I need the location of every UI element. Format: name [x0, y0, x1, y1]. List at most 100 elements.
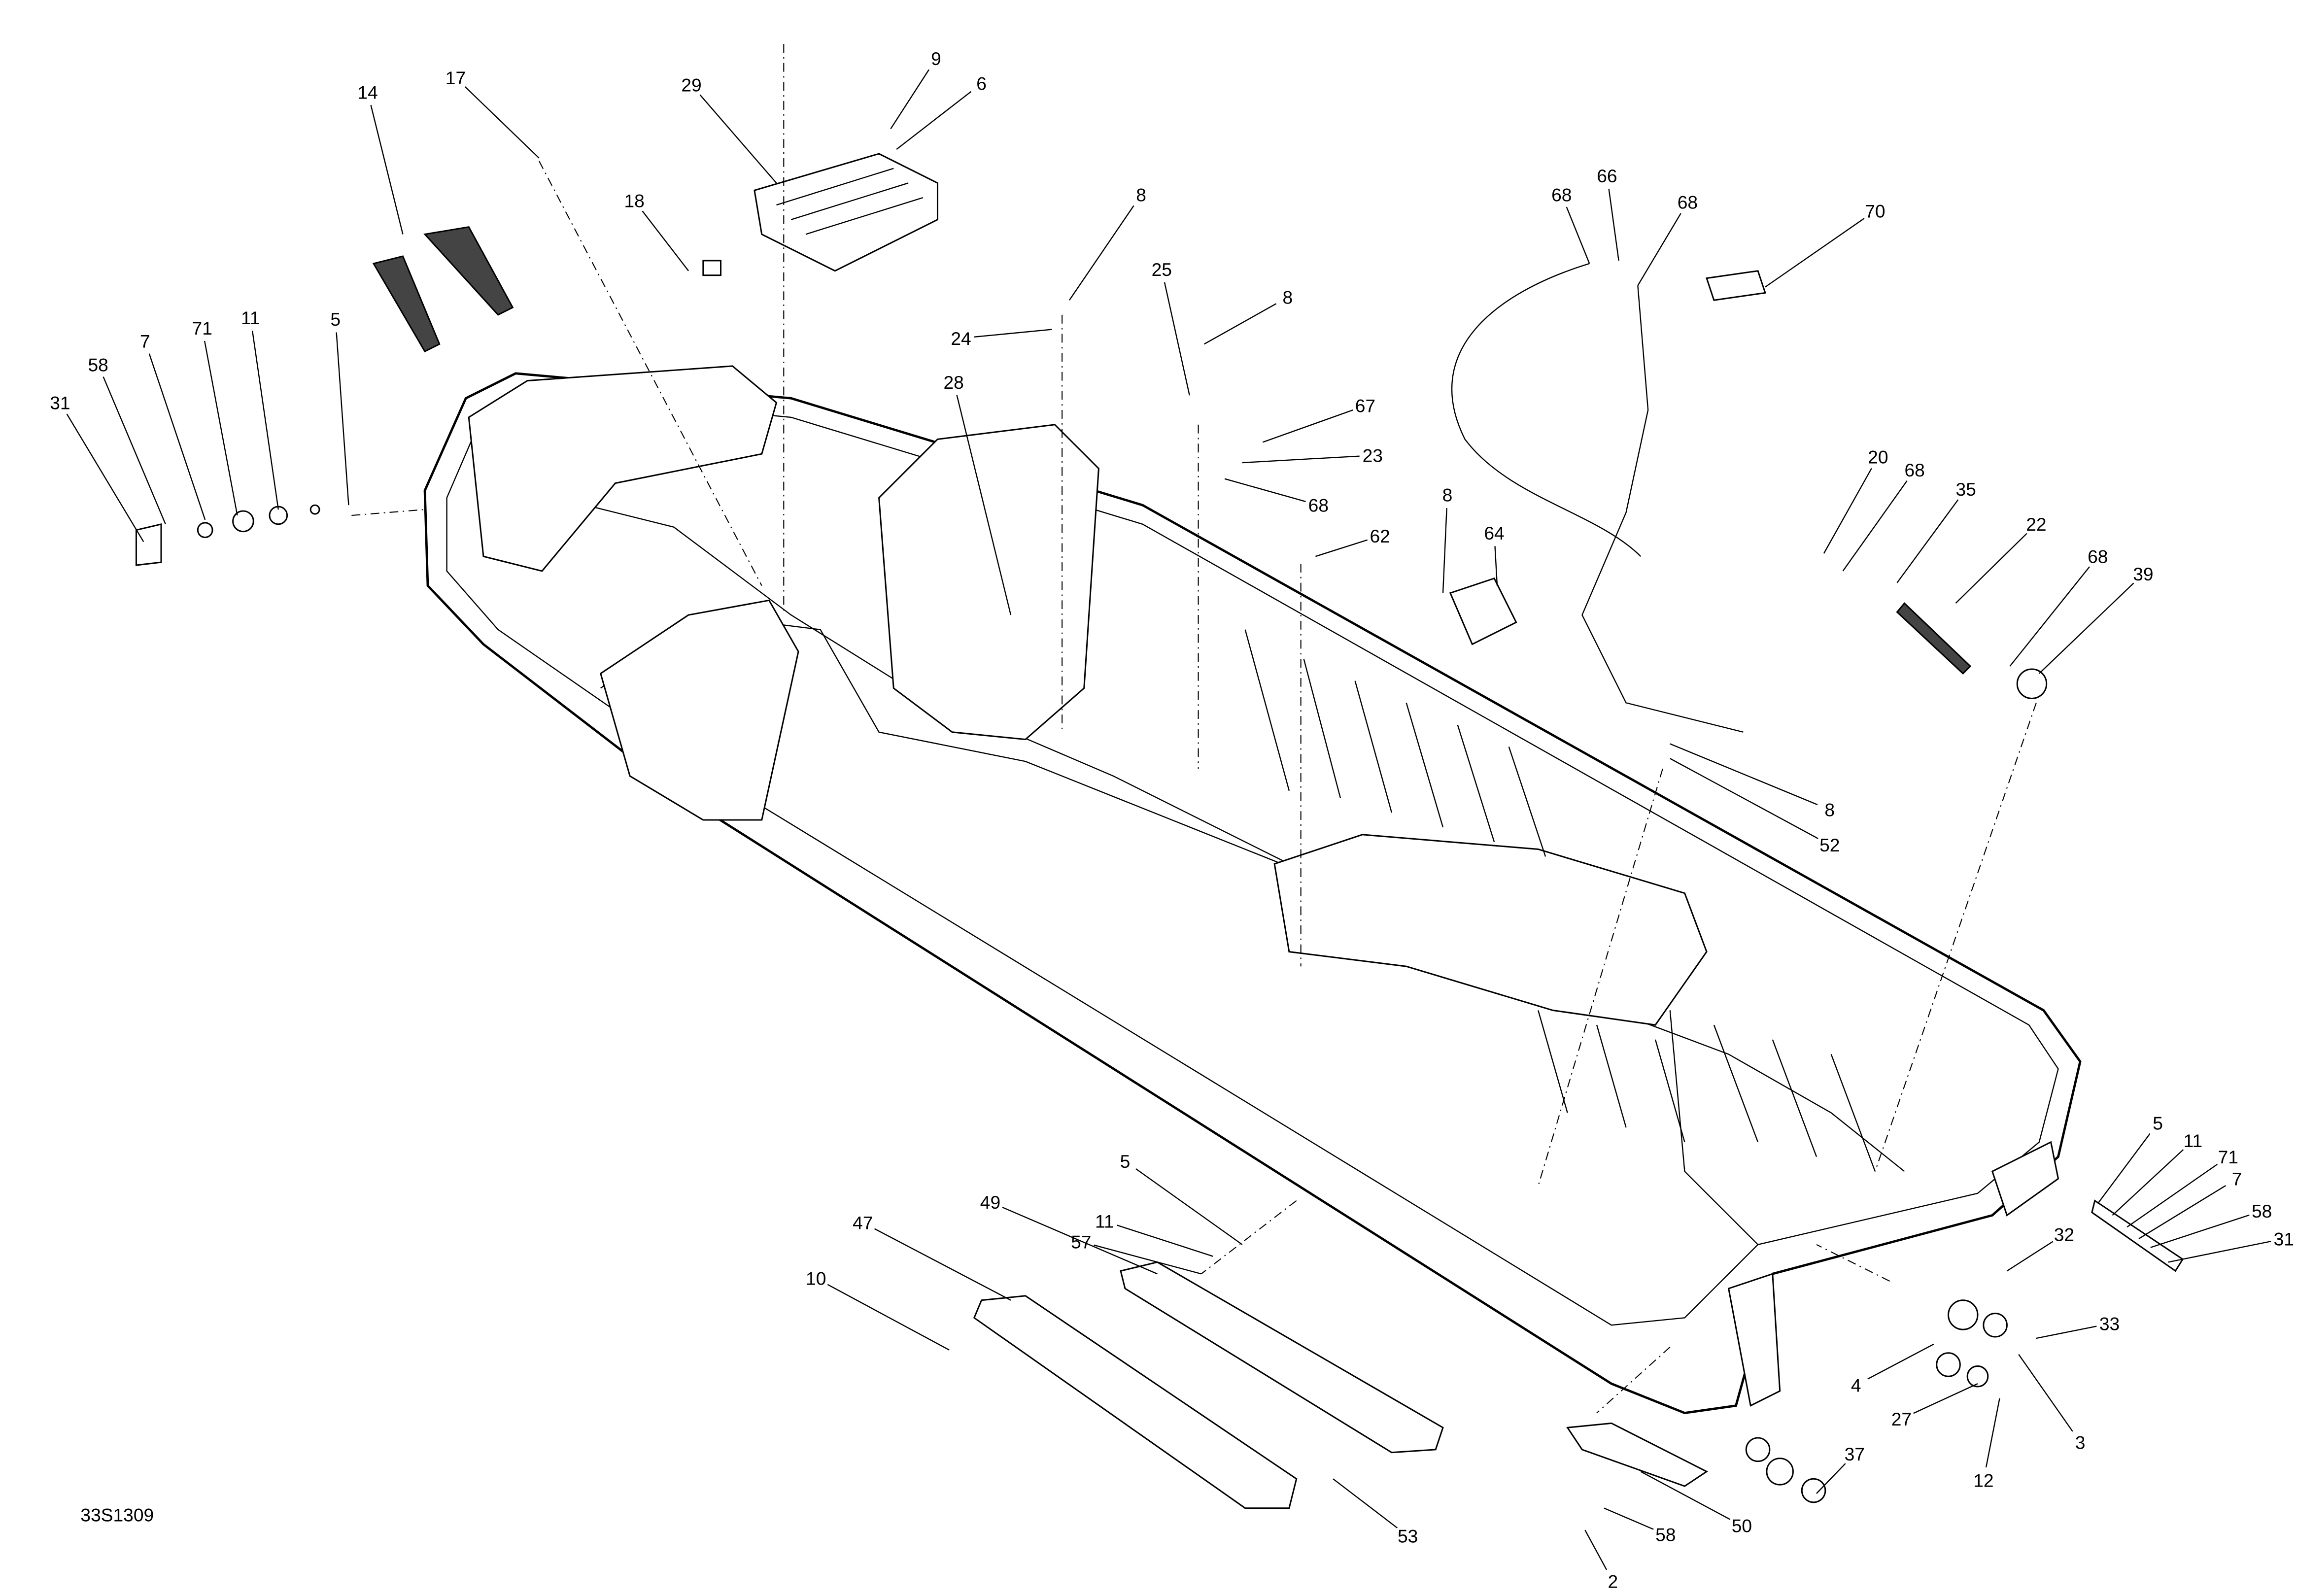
- leader-line: [1203, 303, 1277, 345]
- callout-50: 50: [1732, 1516, 1752, 1536]
- parts: [135, 153, 2184, 1509]
- callout-7: 7: [140, 331, 150, 352]
- leader-line: [974, 329, 1052, 338]
- callout-11: 11: [241, 307, 260, 328]
- callout-11: 11: [2184, 1130, 2203, 1151]
- leader-line: [1494, 546, 1498, 586]
- leader-line: [2168, 1241, 2271, 1263]
- figure-id: 33S1309: [80, 1504, 154, 1525]
- callout-28: 28: [943, 372, 963, 393]
- leader-line: [1002, 1207, 1158, 1275]
- leader-line: [874, 1228, 1011, 1301]
- callout-58: 58: [2252, 1201, 2272, 1222]
- leader-line: [148, 353, 206, 520]
- callout-8: 8: [1283, 287, 1293, 308]
- leader-line: [1608, 188, 1619, 261]
- callout-31: 31: [50, 393, 70, 413]
- callout-52: 52: [1819, 835, 1840, 855]
- callout-8: 8: [1136, 185, 1146, 205]
- callout-71: 71: [2218, 1147, 2238, 1167]
- callout-32: 32: [2054, 1224, 2074, 1245]
- callout-9: 9: [931, 48, 941, 69]
- leader-lines: [66, 69, 2271, 1570]
- leader-line: [2150, 1214, 2250, 1248]
- leader-line: [956, 395, 1012, 615]
- leader-line: [2036, 1325, 2097, 1339]
- leader-line: [1224, 478, 1306, 503]
- leader-line: [1164, 282, 1190, 396]
- leader-line: [642, 210, 689, 272]
- leader-line: [1670, 743, 1818, 806]
- callout-64: 64: [1484, 523, 1504, 543]
- callout-7: 7: [2232, 1168, 2242, 1189]
- leader-line: [1094, 1244, 1201, 1275]
- callout-68: 68: [1308, 495, 1329, 516]
- hull-ribs: [1244, 629, 1876, 1172]
- callout-12: 12: [1973, 1470, 1993, 1491]
- callout-22: 22: [2026, 514, 2046, 535]
- leader-line: [1135, 1168, 1243, 1245]
- callout-18: 18: [624, 190, 644, 211]
- leader-line: [251, 331, 279, 510]
- callout-68: 68: [1904, 460, 1924, 480]
- leader-line: [1670, 758, 1818, 839]
- callout-5: 5: [330, 309, 341, 330]
- callout-35: 35: [1956, 479, 1976, 500]
- leader-line: [1584, 1529, 1608, 1570]
- leader-line: [2112, 1149, 2184, 1216]
- leader-line: [2138, 1185, 2226, 1239]
- leader-line: [2126, 1163, 2218, 1228]
- hull-drawing: [423, 365, 2082, 1414]
- leader-line: [1842, 480, 1908, 572]
- leader-line: [1566, 206, 1590, 264]
- leader-line: [1765, 218, 1865, 288]
- leader-line: [2097, 1133, 2151, 1204]
- leader-line: [827, 1284, 950, 1351]
- leader-line: [336, 332, 349, 506]
- callout-58: 58: [88, 354, 108, 375]
- leader-line: [1640, 1471, 1731, 1520]
- callout-3: 3: [2075, 1432, 2086, 1453]
- part-14-right: [423, 226, 514, 316]
- callout-66: 66: [1597, 166, 1617, 186]
- part-70: [1706, 270, 1766, 301]
- callout-71: 71: [192, 318, 212, 339]
- callout-68: 68: [2088, 546, 2108, 567]
- callout-17: 17: [446, 68, 466, 88]
- callout-4: 4: [1851, 1375, 1861, 1395]
- leader-line: [1896, 499, 1959, 583]
- part-31-left: [135, 523, 162, 566]
- leader-line: [1955, 533, 2027, 604]
- callout-24: 24: [951, 328, 971, 349]
- leader-line: [2039, 582, 2134, 674]
- part-47-plate: [973, 1295, 1298, 1509]
- part-22-hose: [1896, 602, 1972, 675]
- leader-line: [1604, 1507, 1654, 1530]
- callout-31: 31: [2274, 1228, 2294, 1249]
- leader-line: [1262, 409, 1353, 443]
- callout-23: 23: [1363, 445, 1383, 466]
- leader-line: [1315, 539, 1368, 557]
- leader-line: [1823, 468, 1872, 554]
- callout-8: 8: [1824, 800, 1835, 820]
- callout-5: 5: [1120, 1151, 1131, 1172]
- callout-29: 29: [681, 75, 701, 96]
- callout-6: 6: [976, 73, 987, 94]
- callout-70: 70: [1865, 201, 1885, 221]
- callout-11: 11: [1095, 1211, 1114, 1232]
- leader-line: [2006, 1241, 2054, 1272]
- part-31-right: [2091, 1199, 2184, 1272]
- leader-line: [1333, 1478, 1398, 1528]
- callout-67: 67: [1355, 395, 1375, 416]
- callout-49: 49: [980, 1192, 1000, 1213]
- callout-68: 68: [1678, 192, 1698, 212]
- leader-line: [1068, 205, 1134, 301]
- leader-line: [2009, 566, 2090, 667]
- part-39: [2016, 668, 2048, 699]
- leader-line: [1985, 1398, 2000, 1468]
- callout-62: 62: [1370, 526, 1390, 546]
- leader-line: [66, 413, 144, 543]
- leader-line: [1442, 508, 1447, 593]
- part-29-cover: [754, 153, 938, 272]
